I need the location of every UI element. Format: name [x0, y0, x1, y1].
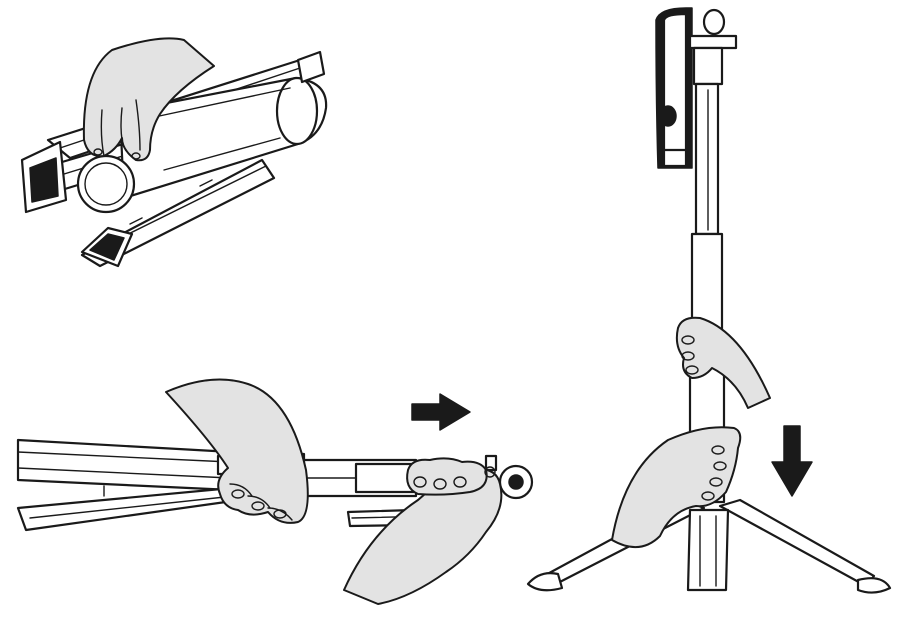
hand-twisting-cap	[82, 37, 215, 162]
panel-extend-pole	[16, 378, 534, 605]
panel-open-tripod	[526, 7, 892, 594]
right-hand-pulling-pole	[343, 457, 503, 605]
right-arrow-icon	[411, 393, 471, 431]
left-hand-holding-handle	[165, 378, 309, 524]
panel-remove-cap	[20, 37, 328, 268]
lower-hand-holding-pole	[611, 426, 742, 548]
down-arrow-icon	[771, 425, 813, 497]
upper-hand-pulling-pole	[675, 316, 771, 409]
folded-selfie-stick	[20, 50, 328, 268]
